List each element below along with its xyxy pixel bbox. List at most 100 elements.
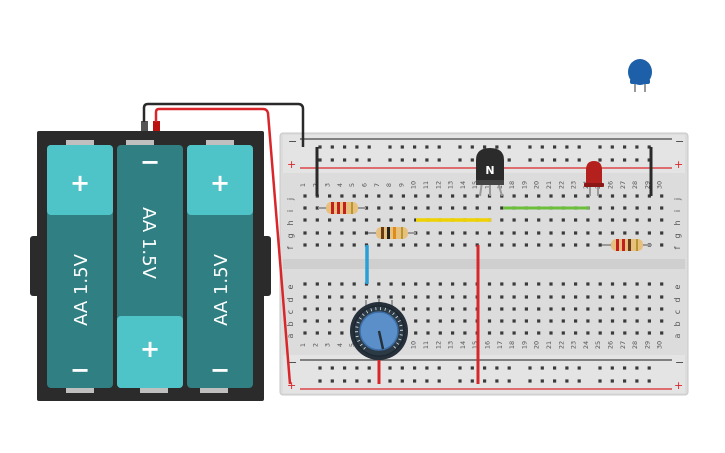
breadboard-hole[interactable] (577, 366, 581, 370)
breadboard-hole[interactable] (343, 145, 347, 149)
breadboard-hole[interactable] (463, 243, 467, 247)
breadboard-hole[interactable] (549, 218, 553, 222)
breadboard-hole[interactable] (343, 366, 347, 370)
breadboard-hole[interactable] (377, 206, 381, 210)
breadboard-hole[interactable] (623, 331, 627, 335)
breadboard-hole[interactable] (553, 145, 557, 149)
breadboard-hole[interactable] (561, 282, 565, 286)
breadboard-hole[interactable] (574, 243, 578, 247)
breadboard-hole[interactable] (647, 319, 651, 323)
battery-black-lead[interactable] (142, 102, 305, 147)
breadboard-hole[interactable] (610, 331, 615, 335)
breadboard-hole[interactable] (524, 282, 528, 286)
breadboard-hole[interactable] (623, 319, 627, 323)
breadboard-hole[interactable] (647, 158, 651, 162)
breadboard-hole[interactable] (553, 366, 557, 370)
breadboard-hole[interactable] (426, 206, 430, 210)
breadboard-hole[interactable] (328, 231, 332, 235)
breadboard-hole[interactable] (500, 218, 504, 222)
breadboard-hole[interactable] (647, 379, 651, 383)
breadboard-hole[interactable] (487, 282, 492, 286)
breadboard-hole[interactable] (330, 158, 334, 162)
breadboard-hole[interactable] (635, 231, 639, 235)
breadboard-hole[interactable] (483, 145, 487, 149)
breadboard-hole[interactable] (438, 331, 442, 335)
breadboard-hole[interactable] (577, 158, 581, 162)
breadboard-hole[interactable] (635, 295, 639, 299)
breadboard-hole[interactable] (458, 145, 462, 149)
breadboard-hole[interactable] (528, 379, 532, 383)
breadboard-hole[interactable] (623, 307, 627, 311)
breadboard-hole[interactable] (598, 366, 602, 370)
breadboard-hole[interactable] (610, 145, 614, 149)
breadboard-hole[interactable] (389, 282, 393, 286)
breadboard-hole[interactable] (512, 295, 516, 299)
breadboard-hole[interactable] (425, 366, 429, 370)
breadboard-hole[interactable] (318, 366, 322, 370)
breadboard-hole[interactable] (524, 194, 528, 198)
breadboard-hole[interactable] (367, 145, 371, 149)
breadboard-hole[interactable] (340, 319, 344, 323)
breadboard-hole[interactable] (315, 218, 319, 222)
breadboard-hole[interactable] (647, 231, 651, 235)
breadboard-hole[interactable] (414, 243, 418, 247)
breadboard-hole[interactable] (414, 295, 418, 299)
breadboard-hole[interactable] (401, 243, 405, 247)
breadboard-hole[interactable] (524, 243, 528, 247)
breadboard-hole[interactable] (647, 206, 651, 210)
breadboard-hole[interactable] (352, 231, 356, 235)
breadboard-hole[interactable] (660, 231, 664, 235)
breadboard-hole[interactable] (610, 379, 614, 383)
breadboard-hole[interactable] (303, 206, 307, 210)
breadboard-hole[interactable] (524, 307, 528, 311)
breadboard-hole[interactable] (635, 158, 639, 162)
breadboard-hole[interactable] (463, 231, 467, 235)
breadboard-hole[interactable] (524, 231, 528, 235)
breadboard-hole[interactable] (318, 145, 322, 149)
breadboard-hole[interactable] (315, 307, 319, 311)
breadboard-hole[interactable] (537, 307, 541, 311)
breadboard-hole[interactable] (451, 243, 455, 247)
breadboard-hole[interactable] (413, 145, 417, 149)
breadboard-hole[interactable] (340, 331, 344, 335)
breadboard-hole[interactable] (660, 307, 664, 311)
breadboard-hole[interactable] (328, 218, 332, 222)
breadboard-hole[interactable] (586, 307, 590, 311)
breadboard-hole[interactable] (537, 295, 541, 299)
breadboard-hole[interactable] (458, 379, 462, 383)
breadboard-hole[interactable] (635, 366, 639, 370)
breadboard-hole[interactable] (414, 307, 418, 311)
breadboard-hole[interactable] (400, 145, 404, 149)
breadboard-hole[interactable] (340, 307, 344, 311)
breadboard-hole[interactable] (598, 319, 602, 323)
breadboard-hole[interactable] (352, 194, 356, 198)
breadboard-hole[interactable] (413, 379, 417, 383)
breadboard-hole[interactable] (500, 243, 504, 247)
breadboard-hole[interactable] (426, 243, 430, 247)
breadboard-hole[interactable] (425, 145, 429, 149)
breadboard-hole[interactable] (610, 206, 615, 210)
breadboard-hole[interactable] (438, 243, 442, 247)
breadboard-hole[interactable] (330, 366, 334, 370)
breadboard-hole[interactable] (413, 158, 417, 162)
breadboard-hole[interactable] (377, 194, 381, 198)
breadboard-hole[interactable] (377, 243, 381, 247)
breadboard-hole[interactable] (660, 295, 664, 299)
breadboard-hole[interactable] (512, 218, 516, 222)
breadboard-hole[interactable] (537, 194, 541, 198)
breadboard-hole[interactable] (524, 295, 528, 299)
breadboard-hole[interactable] (635, 282, 639, 286)
breadboard-hole[interactable] (598, 379, 602, 383)
breadboard-hole[interactable] (364, 206, 369, 210)
breadboard-hole[interactable] (512, 282, 516, 286)
breadboard-hole[interactable] (524, 319, 528, 323)
breadboard-hole[interactable] (414, 319, 418, 323)
breadboard-hole[interactable] (389, 194, 393, 198)
breadboard-hole[interactable] (328, 295, 332, 299)
breadboard-hole[interactable] (610, 282, 615, 286)
breadboard-hole[interactable] (565, 379, 569, 383)
breadboard-hole[interactable] (438, 307, 442, 311)
breadboard-hole[interactable] (507, 145, 511, 149)
battery-pack[interactable]: + − AA 1.5V − + AA 1.5V + − AA 1.5V (30, 121, 271, 401)
breadboard-hole[interactable] (574, 319, 578, 323)
